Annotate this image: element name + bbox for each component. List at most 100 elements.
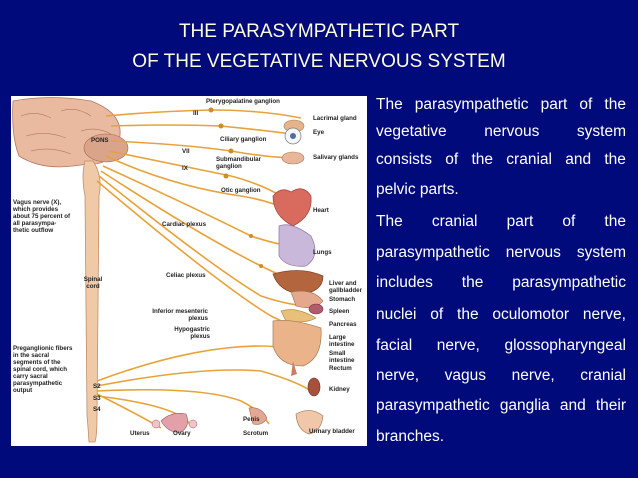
label-inferior-mesenteric-plexus: Inferior mesenteric plexus [152, 308, 208, 322]
body-text-word: ganglia [499, 397, 550, 414]
body-text-line: pelvic parts. [376, 182, 626, 198]
spinal-cord-shape [82, 160, 101, 443]
body-text-word: branches. [376, 428, 445, 445]
body-text-line: parasympathetic ganglia and their [376, 398, 626, 414]
heart-shape [272, 188, 312, 227]
label-ciliary-ganglion: Ciliary ganglion [220, 136, 267, 143]
eye-iris [290, 133, 296, 139]
body-text-word: system [576, 123, 626, 140]
body-text-word: consists [376, 151, 432, 168]
body-text-word: the [604, 213, 626, 230]
body-text-word: parasympathetic [512, 274, 626, 291]
label-s4: S4 [93, 406, 101, 413]
body-text-word: cranial [431, 213, 478, 230]
body-text-word: parasympathetic [414, 96, 529, 113]
kidney-shape [307, 377, 321, 397]
label-pterygopalatine-ganglion: Pterygopalatine ganglion [206, 98, 280, 105]
body-text-word: and [565, 151, 592, 168]
label-urinary-bladder: Urinary bladder [309, 428, 355, 435]
body-text-word: nervous [484, 123, 540, 140]
slide-title-line-1: THE PARASYMPATHETIC PART [178, 21, 460, 42]
body-text-word: parasympathetic [376, 397, 490, 414]
label-uterus: Uterus [130, 430, 150, 437]
label-lacrimal-gland: Lacrimal gland [313, 115, 357, 122]
body-text-word: oculomotor [492, 306, 570, 323]
label-otic-ganglion: Otic ganglion [221, 187, 261, 194]
label-cranial-nerve-iii: III [193, 110, 199, 117]
body-text-line: includes the parasympathetic [376, 275, 626, 291]
urinary-bladder-shape [295, 410, 324, 435]
body-text-word: vagus [444, 367, 487, 384]
body-text-word: cranial [506, 151, 552, 168]
label-ovary: Ovary [173, 430, 191, 437]
body-text-word: cranial [580, 367, 626, 384]
label-cranial-nerve-vii: VII [182, 148, 190, 155]
liver-shape [272, 270, 324, 295]
body-text-word: of [579, 96, 593, 113]
body-text-word: system [576, 244, 626, 261]
diagram-illustration [12, 97, 324, 443]
body-text-word: part [506, 213, 534, 230]
label-liver-gallbladder: Liver and gallbladder [329, 280, 363, 294]
label-kidney: Kidney [329, 386, 350, 393]
slide-title-line-2: OF THE VEGETATIVE NERVOUS SYSTEM [132, 51, 506, 72]
ovary-shape [151, 419, 161, 429]
body-text-line: The cranial part of the [376, 214, 626, 230]
label-eye: Eye [313, 129, 325, 136]
label-spinal-cord: Spinal cord [83, 276, 103, 290]
body-text-word: the [471, 151, 494, 168]
penis-shape [248, 407, 268, 425]
label-spleen: Spleen [329, 308, 350, 315]
body-text-word: the [604, 96, 626, 113]
uterus-shape [160, 413, 188, 433]
label-penis: Penis [243, 416, 260, 423]
label-lungs: Lungs [313, 249, 332, 256]
body-text-word: parasympathetic [376, 244, 490, 261]
body-text-word: nerve, [582, 306, 626, 323]
body-text-word: nerve, [511, 367, 555, 384]
parasympathetic-diagram: Pterygopalatine ganglion III VII IX PONS… [11, 96, 367, 446]
body-text-word: of [430, 306, 444, 323]
label-cardiac-plexus: Cardiac plexus [162, 221, 207, 228]
label-pancreas: Pancreas [329, 321, 357, 328]
body-text-word: the [461, 274, 484, 291]
label-stomach: Stomach [329, 296, 356, 303]
body-text-word: their [595, 397, 626, 414]
label-small-intestine: Small intestine [329, 350, 355, 364]
rectum-shape [291, 361, 297, 376]
body-text-word: The [376, 213, 403, 230]
label-rectum: Rectum [329, 365, 352, 372]
label-submandibular-ganglion: Submandibular ganglion [216, 156, 262, 170]
lungs-shape [278, 224, 316, 267]
salivary-glands-shape [281, 151, 305, 165]
body-text-word: includes [376, 274, 433, 291]
body-text-word: The [376, 96, 403, 113]
stomach-shape [290, 290, 324, 308]
body-text-word: the [457, 306, 479, 323]
brain-folds [20, 109, 112, 155]
body-text-word: nervous [505, 244, 561, 261]
label-preganglionic-fibers: Preganglionic fibers in the sacral segme… [13, 345, 73, 394]
label-s2: S2 [93, 383, 101, 390]
ovary-shape-2 [188, 419, 198, 429]
label-s3: S3 [93, 395, 101, 402]
label-heart: Heart [313, 207, 329, 214]
label-cranial-nerve-ix: IX [182, 165, 188, 172]
label-celiac-plexus: Celiac plexus [166, 272, 206, 279]
spleen-shape [308, 303, 324, 315]
body-text-word: facial [376, 337, 413, 354]
body-text-word: vegetative [376, 123, 447, 140]
body-text-word: glossopharyngeal [504, 337, 626, 354]
intestines-shape [272, 319, 322, 367]
label-scrotum: Scrotum [243, 430, 269, 437]
label-pons: PONS [91, 137, 109, 144]
body-text-word: nuclei [376, 306, 417, 323]
body-text-word: nerve, [436, 337, 480, 354]
body-text-word: of [562, 213, 576, 230]
label-hypogastric-plexus: Hypogastric plexus [174, 326, 210, 340]
body-text-word: and [559, 397, 586, 414]
ganglia-dots [208, 107, 263, 268]
